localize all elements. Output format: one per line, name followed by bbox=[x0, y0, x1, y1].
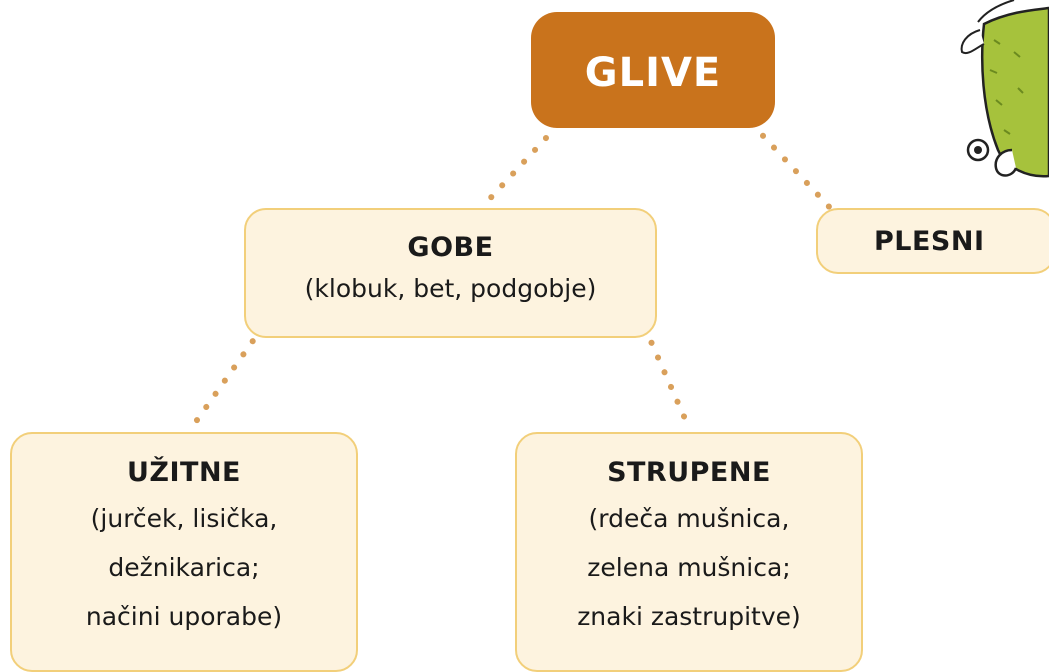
node-strupene-line: znaki zastrupitve) bbox=[577, 602, 801, 631]
node-plesni: PLESNI bbox=[816, 208, 1049, 274]
node-strupene: STRUPENE (rdeča mušnica, zelena mušnica;… bbox=[515, 432, 863, 672]
node-uzitne-line: načini uporabe) bbox=[85, 602, 283, 631]
node-strupene-line: (rdeča mušnica, bbox=[588, 504, 790, 533]
node-uzitne-line: dežnikarica; bbox=[108, 553, 260, 582]
node-glive: GLIVE bbox=[531, 12, 775, 128]
node-gobe-line: (klobuk, bet, podgobje) bbox=[304, 274, 597, 303]
connector-gobe-strupene bbox=[642, 325, 693, 433]
node-plesni-title: PLESNI bbox=[874, 225, 985, 257]
node-strupene-title: STRUPENE bbox=[607, 457, 771, 488]
mushroom-mascot-icon bbox=[960, 0, 1049, 178]
node-gobe-title: GOBE bbox=[407, 232, 494, 263]
node-glive-title: GLIVE bbox=[584, 50, 722, 96]
connector-glive-plesni bbox=[749, 121, 837, 215]
connector-gobe-uzitne bbox=[187, 325, 265, 433]
node-uzitne-line: (jurček, lisička, bbox=[90, 504, 278, 533]
node-strupene-line: zelena mušnica; bbox=[587, 553, 791, 582]
node-gobe: GOBE (klobuk, bet, podgobje) bbox=[244, 208, 657, 338]
node-uzitne: UŽITNE (jurček, lisička, dežnikarica; na… bbox=[10, 432, 358, 672]
connector-glive-gobe bbox=[481, 135, 549, 208]
node-uzitne-title: UŽITNE bbox=[126, 457, 241, 488]
